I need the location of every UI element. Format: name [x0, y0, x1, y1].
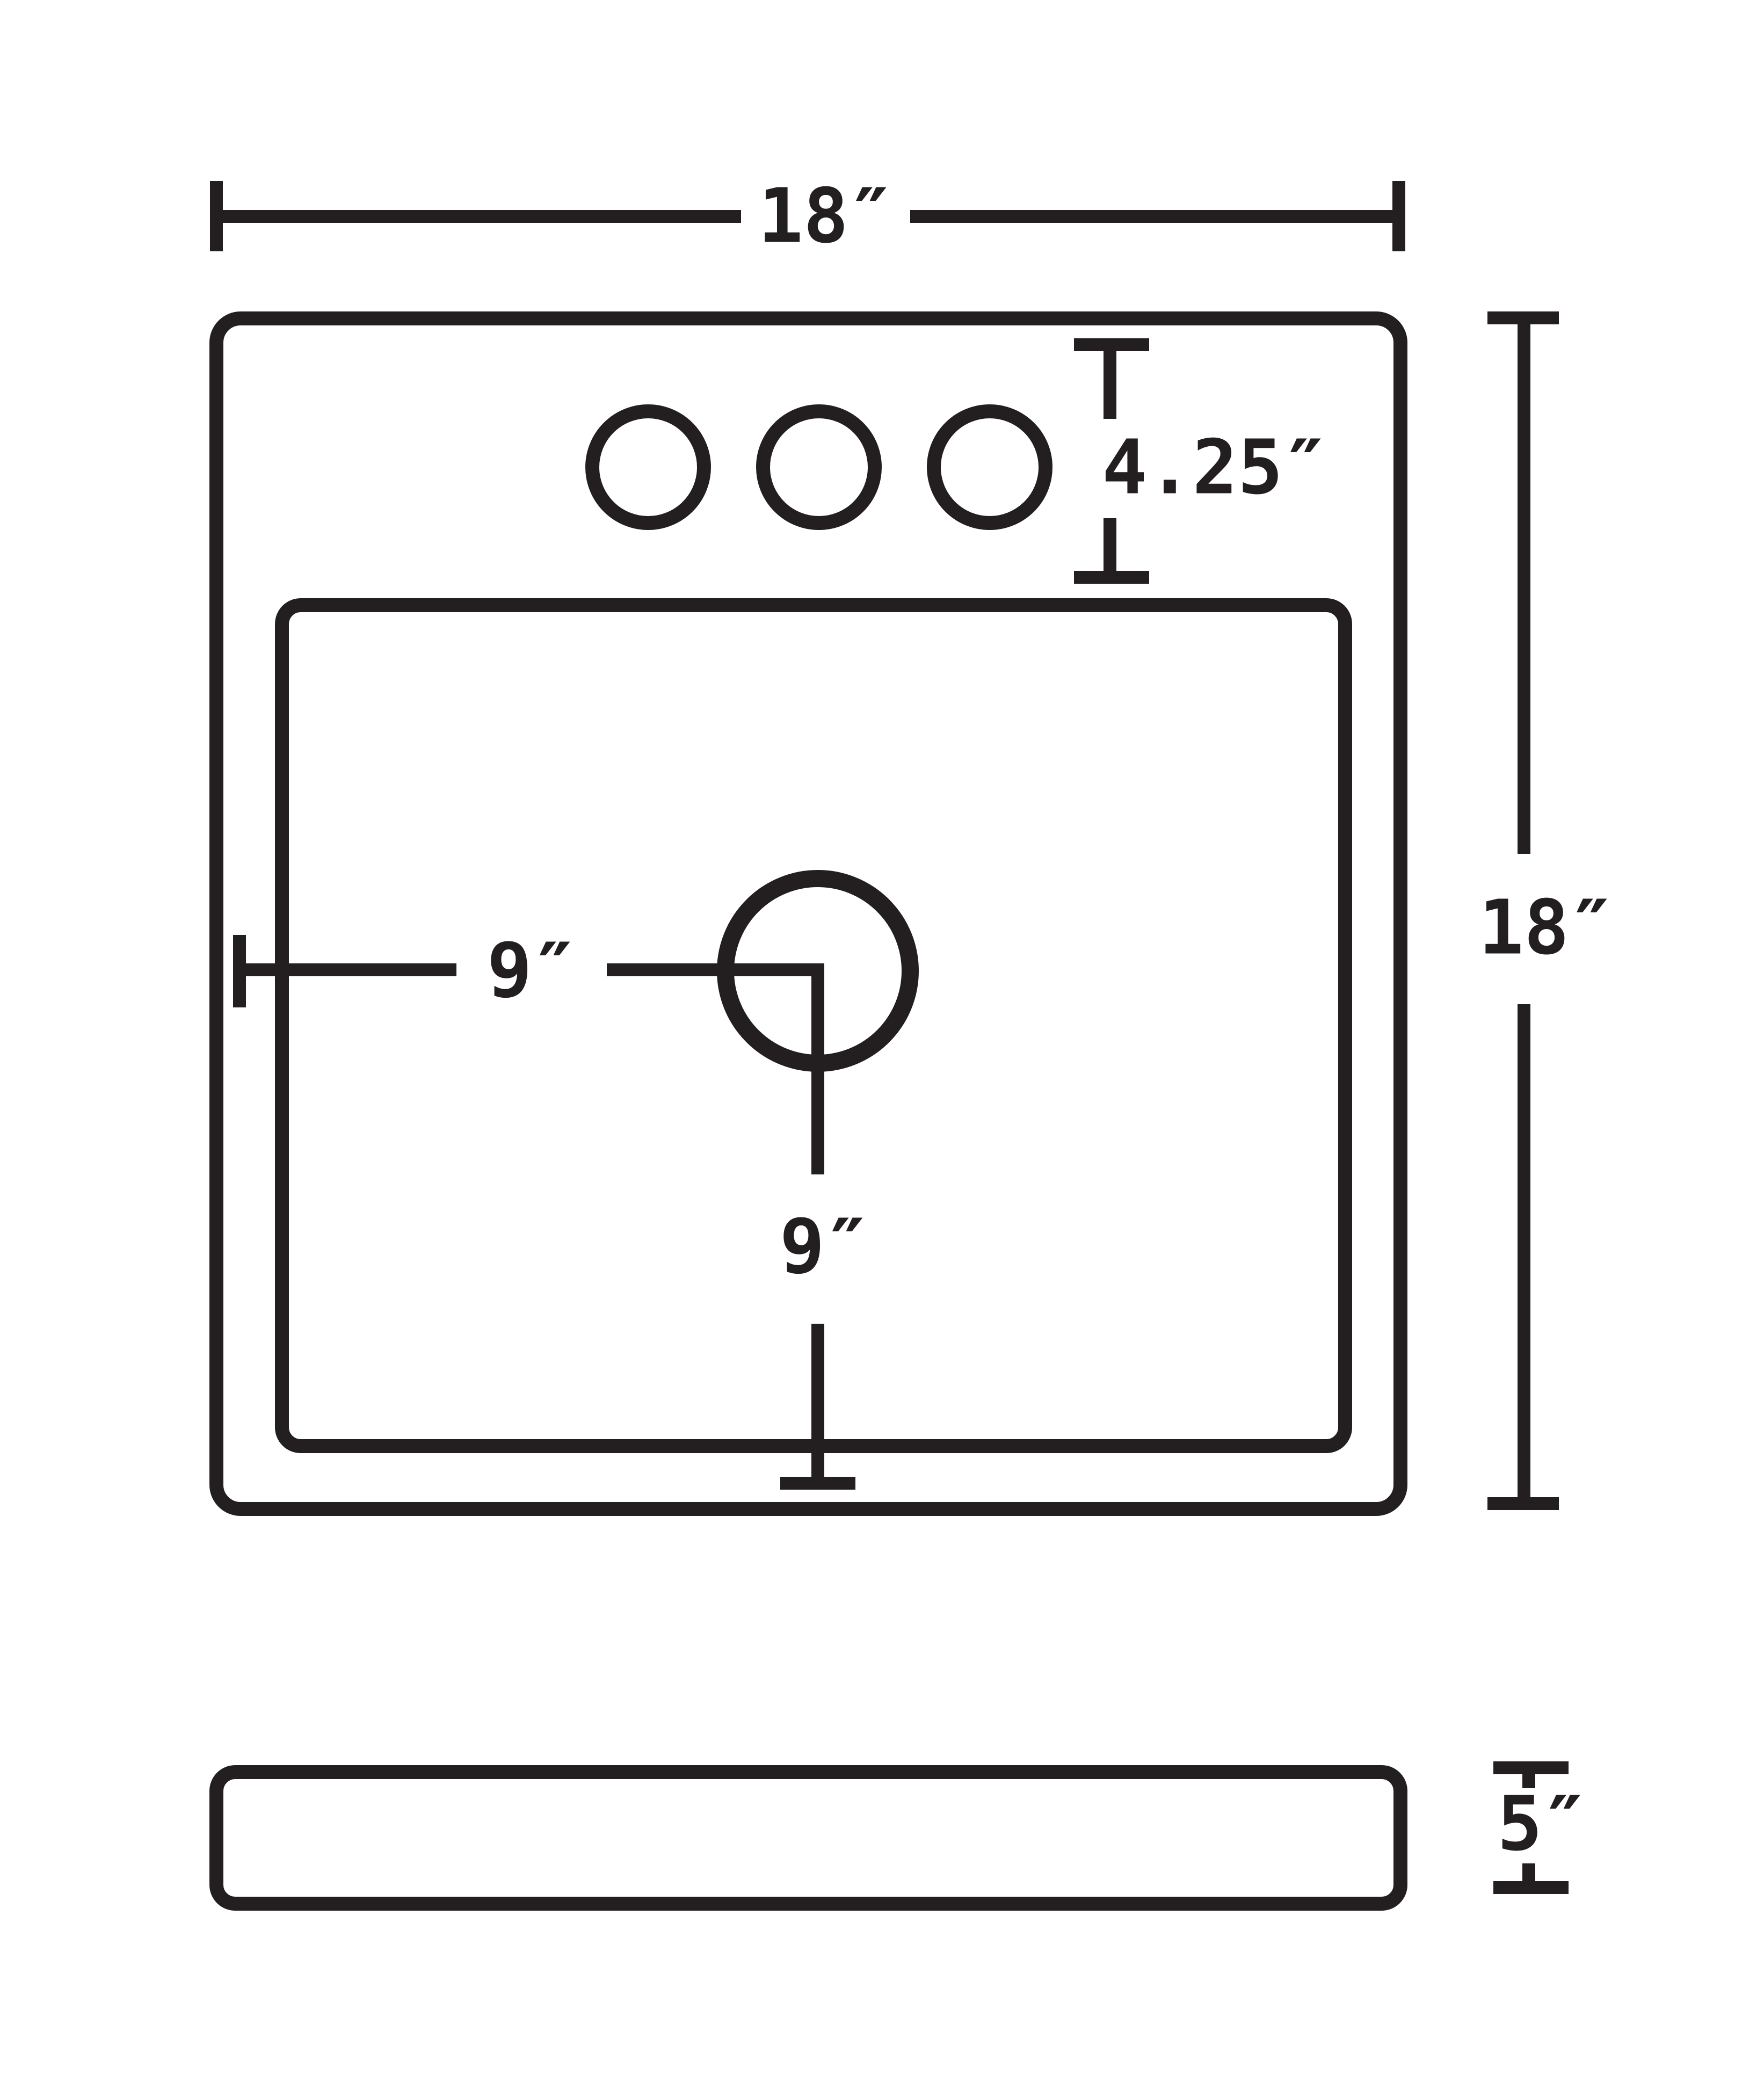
dim-drain-horizontal — [233, 935, 824, 1174]
dim-hole-offset — [1074, 338, 1149, 584]
label-layer: 18″ 18″ 4.25″ 9″ 9″ 5″ — [487, 173, 1615, 1868]
dim-drain-vertical — [780, 1324, 855, 1490]
faucet-hole-left — [585, 404, 711, 530]
dim-drain-horizontal-line-right — [607, 963, 824, 1174]
faucet-hole-center — [756, 404, 882, 530]
dim-right-height — [1487, 311, 1559, 1510]
sink-side-outline — [209, 1765, 1407, 1911]
dim-right-height-label: 18″ — [1479, 884, 1615, 972]
dim-side-thickness-label: 5″ — [1497, 1781, 1588, 1868]
dim-side-thickness — [1493, 1761, 1569, 1894]
dim-top-width — [210, 181, 1405, 251]
sink-outer-outline — [209, 311, 1407, 1516]
dim-drain-vertical-label: 9″ — [780, 1203, 870, 1291]
faucet-hole-right — [927, 404, 1052, 530]
line-art-layer — [209, 181, 1569, 1911]
dim-top-width-label: 18″ — [758, 173, 894, 260]
dim-hole-offset-label: 4.25″ — [1102, 424, 1328, 512]
dim-drain-horizontal-label: 9″ — [487, 927, 578, 1015]
